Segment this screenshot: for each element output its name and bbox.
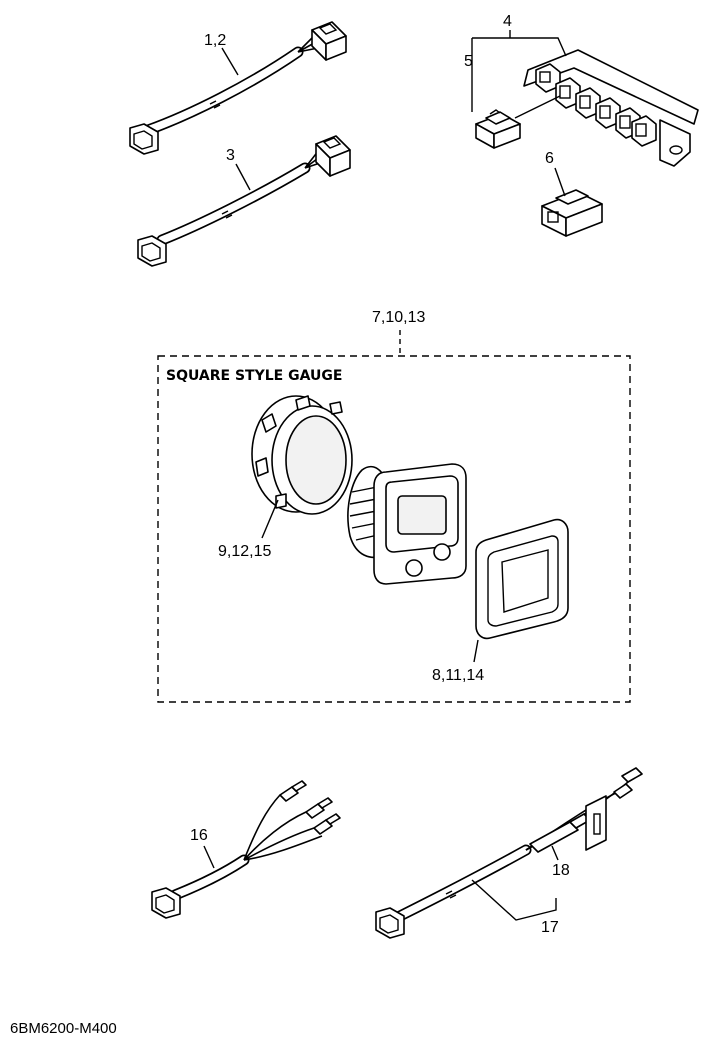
connector-part-6 bbox=[541, 189, 603, 237]
gasket-part-8-11-14 bbox=[475, 518, 569, 640]
harness-part-1-2 bbox=[129, 21, 347, 155]
label-part-6: 6 bbox=[545, 150, 554, 167]
label-part-1-2: 1,2 bbox=[204, 32, 226, 49]
label-part-8-11-14: 8,11,14 bbox=[432, 667, 484, 684]
label-part-3: 3 bbox=[226, 147, 235, 164]
label-part-5: 5 bbox=[464, 53, 473, 70]
leader-part-16 bbox=[203, 845, 215, 869]
diagram-code: 6BM6200-M400 bbox=[10, 1020, 117, 1037]
locking-ring-part-9-12-15 bbox=[251, 395, 353, 515]
leader-part-4 bbox=[471, 30, 567, 90]
connector-left bbox=[137, 235, 167, 267]
gauge-box-title: SQUARE STYLE GAUGE bbox=[166, 368, 342, 384]
connector-slot-2 bbox=[555, 77, 581, 109]
label-part-16: 16 bbox=[190, 827, 208, 844]
leader-part-1-2 bbox=[221, 47, 239, 76]
leader-part-18 bbox=[551, 845, 559, 861]
connector-left bbox=[375, 907, 405, 939]
harness-part-17 bbox=[375, 767, 643, 939]
label-part-18: 18 bbox=[552, 862, 570, 879]
leader-part-8-11-14 bbox=[473, 639, 479, 663]
connector-right bbox=[311, 21, 347, 61]
leader-part-6 bbox=[554, 167, 566, 197]
junction-block-part-4 bbox=[523, 49, 699, 167]
label-part-7-10-13: 7,10,13 bbox=[372, 309, 425, 326]
label-part-4: 4 bbox=[503, 13, 512, 30]
square-gauge-body bbox=[347, 463, 467, 585]
connector-slot-3 bbox=[575, 87, 601, 119]
harness-part-16 bbox=[151, 780, 341, 919]
connector-left bbox=[151, 887, 181, 919]
connector-part-5 bbox=[475, 109, 521, 149]
leader-part-17 bbox=[471, 879, 557, 921]
leader-part-9-12-15 bbox=[261, 499, 279, 539]
label-part-17: 17 bbox=[541, 919, 559, 936]
connector-slot-6 bbox=[631, 115, 657, 147]
leader-part-5 bbox=[471, 90, 561, 119]
leader-part-3 bbox=[235, 163, 251, 191]
label-part-9-12-15: 9,12,15 bbox=[218, 543, 271, 560]
connector-left bbox=[129, 123, 159, 155]
sensor-part-18 bbox=[529, 795, 607, 853]
connector-right bbox=[315, 135, 351, 177]
harness-part-3 bbox=[137, 135, 351, 267]
